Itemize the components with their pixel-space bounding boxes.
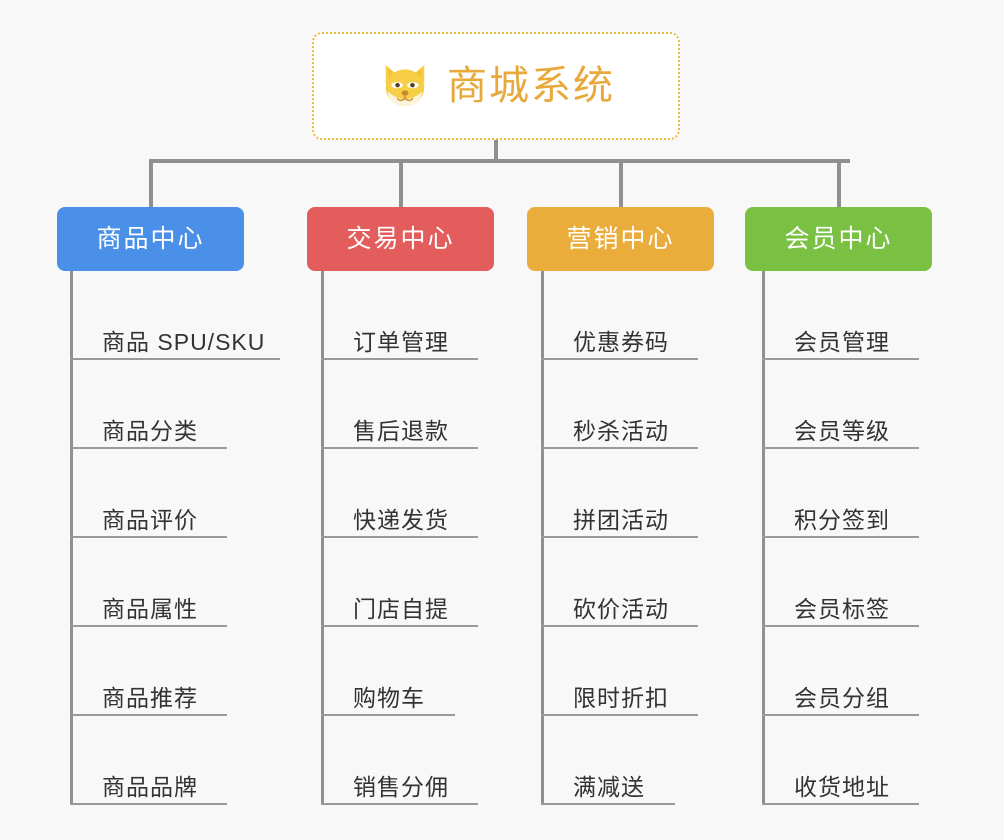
category-box-1[interactable]: 商品中心 bbox=[57, 207, 244, 271]
category-label: 营销中心 bbox=[566, 224, 675, 253]
category-label: 会员中心 bbox=[784, 224, 893, 253]
leaf-item-underline bbox=[762, 714, 919, 716]
leaf-column-1: 商品 SPU/SKU 商品分类商品评价商品属性商品推荐商品品牌 bbox=[70, 271, 280, 805]
leaf-item-label: 满减送 bbox=[573, 773, 645, 800]
leaf-item[interactable]: 门店自提 bbox=[321, 538, 478, 627]
leaf-item-underline bbox=[762, 536, 919, 538]
leaf-item[interactable]: 秒杀活动 bbox=[541, 360, 698, 449]
leaf-item-underline bbox=[70, 536, 227, 538]
leaf-item-underline bbox=[541, 714, 698, 716]
leaf-item-underline bbox=[70, 358, 280, 360]
leaf-item-underline bbox=[762, 803, 919, 805]
leaf-item-label: 秒杀活动 bbox=[573, 417, 669, 444]
leaf-item-label: 优惠券码 bbox=[573, 328, 669, 355]
leaf-item[interactable]: 商品评价 bbox=[70, 449, 265, 538]
leaf-item-label: 销售分佣 bbox=[353, 773, 449, 800]
category-box-3[interactable]: 营销中心 bbox=[527, 207, 714, 271]
leaf-item[interactable]: 商品 SPU/SKU bbox=[70, 271, 280, 360]
leaf-item-underline bbox=[541, 447, 698, 449]
leaf-item[interactable]: 满减送 bbox=[541, 716, 675, 805]
leaf-item-underline bbox=[70, 803, 227, 805]
leaf-item-underline bbox=[321, 358, 478, 360]
category-label: 商品中心 bbox=[96, 224, 205, 253]
leaf-item[interactable]: 会员分组 bbox=[762, 627, 919, 716]
leaf-item[interactable]: 商品品牌 bbox=[70, 716, 265, 805]
leaf-item-label: 商品推荐 bbox=[102, 684, 198, 711]
leaf-item-label: 会员等级 bbox=[794, 417, 890, 444]
leaf-item-underline bbox=[70, 714, 227, 716]
leaf-item-label: 会员管理 bbox=[794, 328, 890, 355]
connector-drop-4 bbox=[836, 159, 841, 209]
leaf-item-label: 购物车 bbox=[353, 684, 425, 711]
leaf-item[interactable]: 快递发货 bbox=[321, 449, 478, 538]
leaf-item-label: 商品属性 bbox=[102, 595, 198, 622]
connector-horizontal-bus bbox=[150, 159, 850, 163]
leaf-item-underline bbox=[541, 358, 698, 360]
leaf-item-underline bbox=[541, 625, 698, 627]
leaf-item-underline bbox=[541, 803, 675, 805]
leaf-item-label: 商品评价 bbox=[102, 506, 198, 533]
category-box-4[interactable]: 会员中心 bbox=[745, 207, 932, 271]
leaf-column-2: 订单管理售后退款快递发货门店自提购物车销售分佣 bbox=[321, 271, 478, 805]
leaf-item-underline bbox=[321, 536, 478, 538]
leaf-item-label: 会员分组 bbox=[794, 684, 890, 711]
leaf-item-label: 收货地址 bbox=[794, 773, 890, 800]
leaf-item-label: 门店自提 bbox=[353, 595, 449, 622]
leaf-spine bbox=[70, 271, 73, 805]
leaf-item[interactable]: 砍价活动 bbox=[541, 538, 698, 627]
leaf-item-label: 会员标签 bbox=[794, 595, 890, 622]
category-label: 交易中心 bbox=[346, 224, 455, 253]
category-box-2[interactable]: 交易中心 bbox=[307, 207, 494, 271]
root-node[interactable]: 商城系统 bbox=[312, 32, 680, 140]
connector-drop-3 bbox=[618, 159, 623, 209]
leaf-item[interactable]: 购物车 bbox=[321, 627, 455, 716]
leaf-item[interactable]: 限时折扣 bbox=[541, 627, 698, 716]
leaf-item[interactable]: 拼团活动 bbox=[541, 449, 698, 538]
leaf-item-label: 积分签到 bbox=[794, 506, 890, 533]
leaf-item-label: 限时折扣 bbox=[573, 684, 669, 711]
leaf-item[interactable]: 会员标签 bbox=[762, 538, 919, 627]
leaf-item[interactable]: 会员等级 bbox=[762, 360, 919, 449]
leaf-item-label: 商品品牌 bbox=[102, 773, 198, 800]
leaf-spine bbox=[541, 271, 544, 805]
shiba-dog-face-icon bbox=[385, 65, 425, 108]
leaf-item-underline bbox=[541, 536, 698, 538]
leaf-item[interactable]: 优惠券码 bbox=[541, 271, 698, 360]
leaf-item-underline bbox=[762, 358, 919, 360]
leaf-item[interactable]: 商品属性 bbox=[70, 538, 265, 627]
leaf-spine bbox=[321, 271, 324, 805]
leaf-item-label: 商品分类 bbox=[102, 417, 198, 444]
leaf-item-underline bbox=[762, 625, 919, 627]
leaf-item[interactable]: 商品分类 bbox=[70, 360, 265, 449]
leaf-item-label: 拼团活动 bbox=[573, 506, 669, 533]
leaf-item-underline bbox=[70, 447, 227, 449]
connector-root-stem bbox=[494, 140, 498, 162]
leaf-item-underline bbox=[321, 625, 478, 627]
connector-drop-1 bbox=[148, 159, 153, 209]
leaf-item-label: 订单管理 bbox=[353, 328, 449, 355]
leaf-item-underline bbox=[321, 447, 478, 449]
root-title: 商城系统 bbox=[447, 64, 615, 108]
leaf-spine bbox=[762, 271, 765, 805]
leaf-item-label: 售后退款 bbox=[353, 417, 449, 444]
leaf-item-underline bbox=[762, 447, 919, 449]
connector-drop-2 bbox=[398, 159, 403, 209]
leaf-item-underline bbox=[321, 803, 478, 805]
leaf-item[interactable]: 商品推荐 bbox=[70, 627, 265, 716]
leaf-column-4: 会员管理会员等级积分签到会员标签会员分组收货地址 bbox=[762, 271, 919, 805]
leaf-item-underline bbox=[70, 625, 227, 627]
leaf-item[interactable]: 积分签到 bbox=[762, 449, 919, 538]
leaf-item-label: 商品 SPU/SKU bbox=[102, 328, 266, 355]
leaf-item-label: 快递发货 bbox=[353, 506, 449, 533]
leaf-item[interactable]: 销售分佣 bbox=[321, 716, 478, 805]
leaf-item[interactable]: 会员管理 bbox=[762, 271, 919, 360]
leaf-item-underline bbox=[321, 714, 455, 716]
leaf-item[interactable]: 收货地址 bbox=[762, 716, 919, 805]
leaf-item[interactable]: 订单管理 bbox=[321, 271, 478, 360]
leaf-column-3: 优惠券码秒杀活动拼团活动砍价活动限时折扣满减送 bbox=[541, 271, 698, 805]
leaf-item[interactable]: 售后退款 bbox=[321, 360, 478, 449]
leaf-item-label: 砍价活动 bbox=[573, 595, 669, 622]
